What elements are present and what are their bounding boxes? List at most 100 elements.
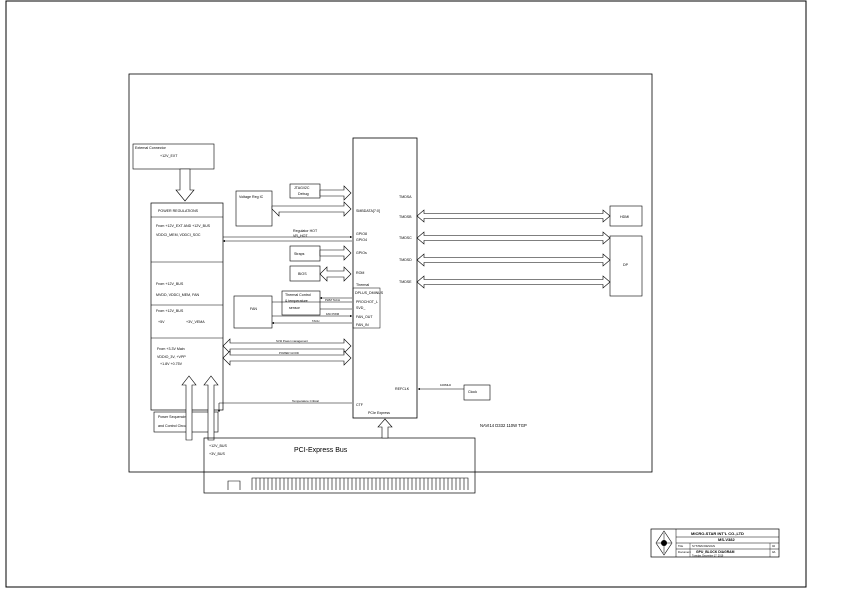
svi2-bus-arrow (222, 338, 352, 354)
company-name: MICRO-STAR INT'L CO.,LTD (691, 531, 744, 536)
title-row2-value: GPU_BLOCK DIAGRAM (696, 550, 735, 554)
power-12v-a-line2: MVDD, VDDCI_MEM, FAN (156, 293, 200, 297)
power-33v-line2: VDDIO_3V, +VPP (157, 355, 186, 359)
pcie-edge-connector (227, 480, 241, 490)
svi2-bus-label: SVI2 Power management (276, 339, 308, 343)
tmdsa-hdmi-arrow (416, 209, 611, 223)
pcie-to-power-arrow-left (181, 375, 197, 441)
jtag-gpu-arrow (319, 185, 352, 201)
gpu-block: SMBDATA[7:0] GPIO8 GPIO4 GPIOs ROM Therm… (352, 137, 418, 419)
tach-label: TACH (312, 319, 319, 323)
pcie-to-gpu-arrow (377, 418, 393, 439)
gpu-pin-thermal: Thermal (356, 283, 369, 287)
tmdsd-dp-arrow (416, 253, 611, 267)
tmdsc-dp-arrow (416, 231, 611, 245)
pwm-tach-label: PWM TACH (325, 298, 340, 302)
temp-critical-label: Temperature Critical (292, 399, 319, 403)
voltage-reg-title: Voltage Reg IC (239, 195, 264, 199)
ext-to-power-arrow (175, 168, 195, 202)
title-row1-value: SYSTEM DESIGN (692, 544, 715, 548)
gpu-pin-tmdse: TMDSE (399, 280, 412, 284)
gpu-pin-fan-in: FAN_IN (356, 323, 369, 327)
title-row2-label: Document (678, 550, 691, 554)
clock-block: Clock (463, 384, 491, 401)
power-12v-a-line1: From +12V_BUS (156, 282, 184, 286)
external-connector-line1: +12V_EXT (160, 154, 178, 158)
gpu-pin-tmdsb: TMDSB (399, 215, 412, 219)
straps-gpu-arrow (319, 245, 352, 261)
diagram-frame (128, 73, 653, 473)
vr-hot-label: VR_HOT (293, 234, 308, 238)
jtag-line1: JTAG/I2C (294, 186, 310, 190)
straps-title: Straps (294, 252, 305, 256)
temp-sensor-line1: Thermal Control (285, 293, 311, 297)
gpu-pin-tmdsa: TMDSA (399, 195, 412, 199)
gpu-pin-svd: SVD_ (356, 306, 366, 310)
power-good-label: POWER GOOD (279, 351, 299, 355)
pcie-bus-pin1: +12V_BUS (209, 444, 227, 448)
clock-title: Clock (468, 390, 477, 394)
temp-sensor-line3: sensor (289, 306, 301, 310)
gpu-pin-ctf: CTF (356, 403, 364, 407)
dp-block: DP (609, 235, 643, 297)
sheet-border (5, 0, 807, 588)
pcie-bus-block: PCI-Express Bus +12V_BUS +3V_BUS (203, 437, 476, 494)
gpu-pin-prochot: PROCHOT_L (356, 300, 378, 304)
power-regulation-line2: VDDCI_MEM, VDDCI_SOC (156, 233, 201, 237)
gpu-pin-gpio4: GPIO4 (356, 238, 367, 242)
gpu-pin-tmdsc: TMDSC (399, 236, 412, 240)
msi-logo-icon (655, 530, 673, 556)
ref-clock-label: 100MHz (440, 383, 452, 387)
power-good-arrow (222, 350, 352, 366)
title-sheet: 02 (772, 544, 776, 548)
jtag-block: JTAG/I2C Debug (289, 183, 321, 199)
power-regulation-title: POWER REGULATIONS (158, 209, 199, 213)
bios-block: BIOS (289, 265, 321, 282)
power-seq-line1: Power Sequencing (158, 415, 188, 419)
gpu-pin-pcie: PCIe Express (368, 411, 390, 415)
external-connector-block: External Connector +12V_EXT (132, 143, 215, 170)
hdmi-title: HDMI (620, 215, 629, 219)
pcie-to-power-arrow-right (203, 375, 219, 441)
fan-title: FAN (250, 307, 257, 311)
pcie-bus-title: PCI-Express Bus (294, 447, 348, 454)
gpu-thermal-subblock (352, 287, 381, 329)
fan-pwm-label: FAN PWM (326, 312, 340, 316)
title-date: Tuesday, December 17, 2019 (692, 555, 724, 558)
jtag-line2: Debug (298, 192, 309, 196)
title-block: MICRO-STAR INT'L CO.,LTD MS-V382 Title S… (650, 528, 780, 558)
power-regulation-line1: From +12V_EXT AND +12V_BUS (156, 224, 211, 228)
power-33v-line3: +1.8V +0.75V (160, 362, 183, 366)
pcie-bus-pin2: +3V_BUS (209, 452, 225, 456)
external-connector-title: External Connector (135, 146, 167, 150)
gpu-pin-refclk: REFCLK (395, 387, 410, 391)
hdmi-block: HDMI (609, 205, 643, 227)
power-33v-line1: From +3.3V Main (157, 347, 185, 351)
gpu-name-label: NAVI14 D332 110W TGP (480, 423, 527, 428)
straps-block: Straps (289, 245, 321, 262)
title-rev: 0A (772, 550, 776, 554)
gpu-pin-gpio8: GPIO8 (356, 232, 367, 236)
dp-title: DP (623, 263, 629, 267)
power-regulation-column: POWER REGULATIONS From +12V_EXT AND +12V… (150, 202, 224, 411)
title-row1-label: Title (678, 544, 684, 548)
fan-block: FAN (233, 295, 273, 329)
power-12v-b-line1: From +12V_BUS (156, 309, 184, 313)
power-12v-b-line3: +3V_VEMA (186, 320, 205, 324)
voltage-reg-block: Voltage Reg IC (235, 190, 273, 227)
power-12v-b-line2: +5V (158, 320, 165, 324)
regulator-hot-label: Regulator HOT (293, 229, 318, 233)
temp-sensor-block: Thermal Control & temperature sensor (281, 290, 321, 316)
bios-gpu-arrow (319, 266, 352, 282)
gpu-pin-dplus: DPLUS_DMINUS (355, 291, 384, 295)
gpu-pin-fan-out: FAN_OUT (356, 315, 373, 319)
power-seq-line2: and Control Circuit (158, 424, 188, 428)
gpu-pin-rom: ROM (356, 271, 364, 275)
temp-sensor-line2: & temperature (285, 299, 308, 303)
tmdse-dp-arrow (416, 275, 611, 289)
gpu-pin-tmdsd: TMDSD (399, 258, 412, 262)
bios-title: BIOS (298, 272, 307, 276)
model-name: MS-V382 (718, 537, 735, 542)
vreg-gpu-arrow (271, 201, 352, 217)
